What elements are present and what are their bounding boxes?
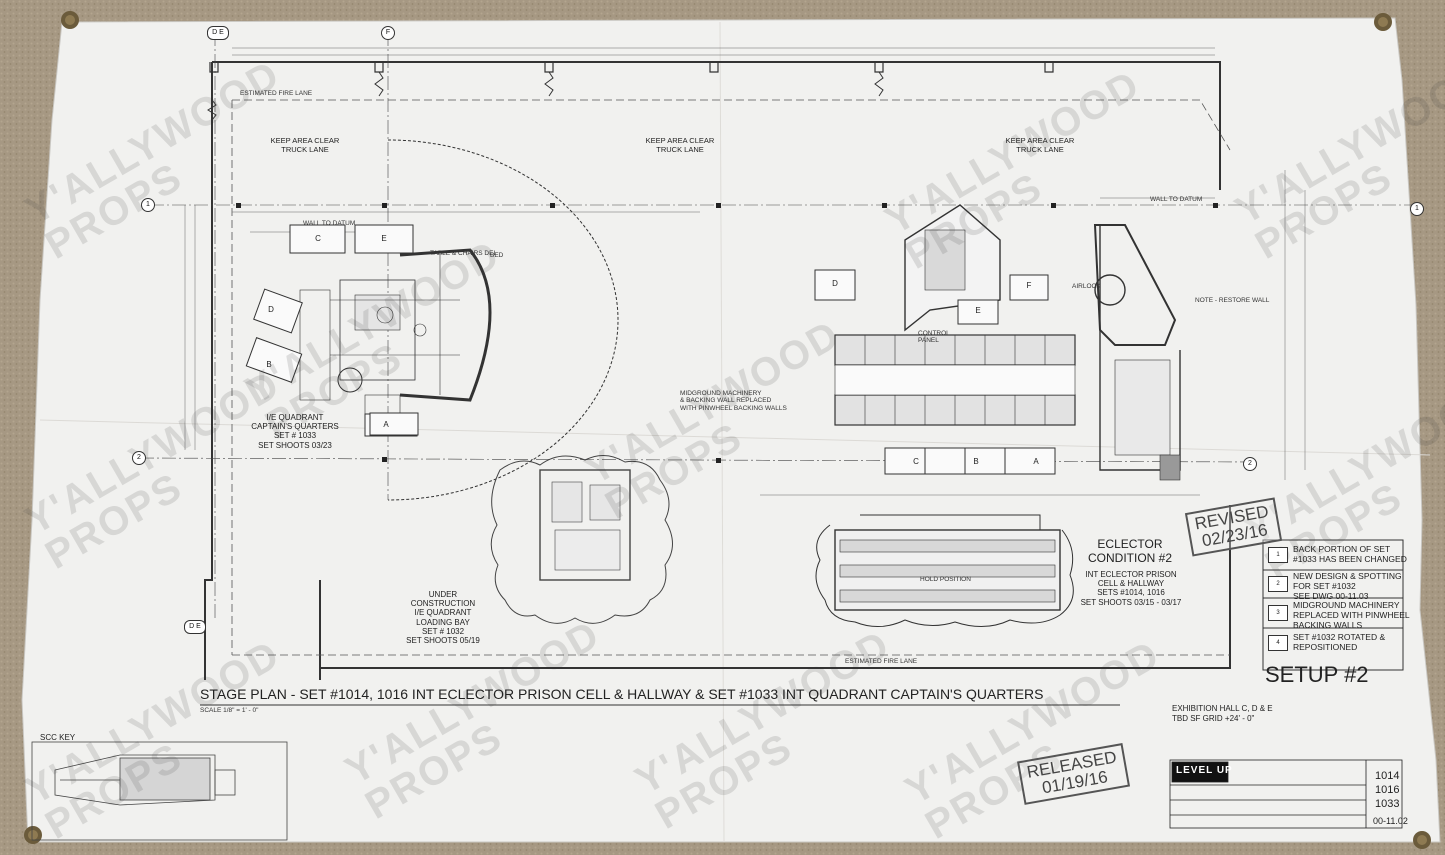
scc-key-map (31, 741, 288, 841)
revision-note: BACK PORTION OF SET #1033 HAS BEEN CHANG… (1293, 544, 1407, 564)
revision-note: MIDGROUND MACHINERY REPLACED WITH PINWHE… (1293, 600, 1410, 630)
wall-notches (207, 62, 1054, 121)
revisions-box (1262, 539, 1404, 671)
eclector-scaffolds (369, 269, 1056, 475)
airlock-label: AIRLOCK (1072, 283, 1101, 290)
grid-bubble-2-left: 2 (132, 451, 146, 465)
hold-position-label: HOLD POSITION (920, 576, 971, 583)
scaffold-letter: A (1033, 457, 1039, 466)
thumbtack-icons (24, 11, 1431, 849)
table-chairs-label: TABLE & CHAIRS DEL (430, 250, 498, 257)
hall-sub-label: TBD SF GRID +24' - 0" (1172, 714, 1255, 723)
scaffold-letter: D (832, 279, 838, 288)
grid-lines (139, 32, 1415, 620)
scaffold-letter: D (268, 305, 274, 314)
bed-label: BED (490, 252, 504, 259)
revision-note: SET #1032 ROTATED & REPOSITIONED (1293, 632, 1386, 652)
scaffold-letter: E (975, 306, 981, 315)
drawing-title: STAGE PLAN - SET #1014, 1016 INT ECLECTO… (200, 686, 1044, 702)
control-panel-label: CONTROL PANEL (918, 330, 950, 345)
hall-label: EXHIBITION HALL C, D & E (1172, 704, 1273, 713)
drawing-scale: SCALE 1/8" = 1' - 0" (200, 707, 259, 714)
scc-key-label: SCC KEY (40, 733, 76, 742)
grid-bubble-1-right: 1 (1410, 202, 1424, 216)
construction-set-label: UNDER CONSTRUCTION I/E QUADRANT LOADING … (406, 590, 480, 645)
scaffold-letter: C (913, 457, 919, 466)
revision-note: NEW DESIGN & SPOTTING FOR SET #1032 SEE … (1293, 571, 1402, 601)
wall-datum-label: WALL TO DATUM (303, 220, 356, 227)
eclector-set (834, 204, 1181, 481)
sheet-number: 00-11.02 (1373, 816, 1408, 826)
grid-bubble-1-left: 1 (141, 198, 155, 212)
title-block-set: 1014 (1375, 770, 1400, 782)
truck-lane-label: KEEP AREA CLEAR TRUCK LANE (270, 136, 340, 154)
wall-datum-label: WALL TO DATUM (1150, 196, 1203, 203)
revision-marker: 3 (1268, 605, 1288, 621)
scaffold-letter: B (266, 360, 272, 369)
truck-lane-label: KEEP AREA CLEAR TRUCK LANE (1005, 136, 1075, 154)
quadrant-set (299, 139, 619, 501)
scaffold-letter: F (1026, 281, 1032, 290)
revision-marker: 2 (1268, 576, 1288, 592)
eclector-title: ECLECTOR CONDITION #2 (1087, 537, 1172, 565)
loading-bay (490, 455, 673, 624)
fire-lane (231, 99, 1231, 656)
title-block-set: 1033 (1375, 798, 1400, 810)
grid-markers (236, 203, 1218, 463)
hold-platform (815, 514, 1074, 627)
paper (21, 17, 1441, 843)
title-block (1169, 759, 1403, 829)
grid-bubble-de-bottom: D E (184, 620, 206, 634)
restore-wall-label: NOTE - RESTORE WALL (1195, 297, 1270, 304)
midground-label: MIDGROUND MACHINERY & BACKING WALL REPLA… (680, 390, 787, 412)
revision-marker: 1 (1268, 547, 1288, 563)
revision-marker: 4 (1268, 635, 1288, 651)
scaffold-letter: A (383, 420, 389, 429)
setup-label: SETUP #2 (1265, 662, 1369, 687)
scaffold-letter: C (315, 234, 321, 243)
scaffold-letter: E (381, 234, 387, 243)
truck-lane-label: KEEP AREA CLEAR TRUCK LANE (645, 136, 715, 154)
grid-bubble-de-top: D E (207, 26, 229, 40)
levelup-logo: LEVEL UP (1176, 765, 1233, 776)
quadrant-set-label: I/E QUADRANT CAPTAIN'S QUARTERS SET # 10… (251, 413, 339, 450)
title-block-set: 1016 (1375, 784, 1400, 796)
scaffold-letter: B (973, 457, 979, 466)
fire-lane-label: ESTIMATED FIRE LANE (845, 658, 918, 665)
dimension-lines (184, 47, 1306, 496)
grid-bubble-f: F (381, 26, 395, 40)
grid-bubble-2-right: 2 (1243, 457, 1257, 471)
eclector-body: INT ECLECTOR PRISON CELL & HALLWAY SETS … (1080, 570, 1182, 607)
fire-lane-label: ESTIMATED FIRE LANE (240, 90, 313, 97)
